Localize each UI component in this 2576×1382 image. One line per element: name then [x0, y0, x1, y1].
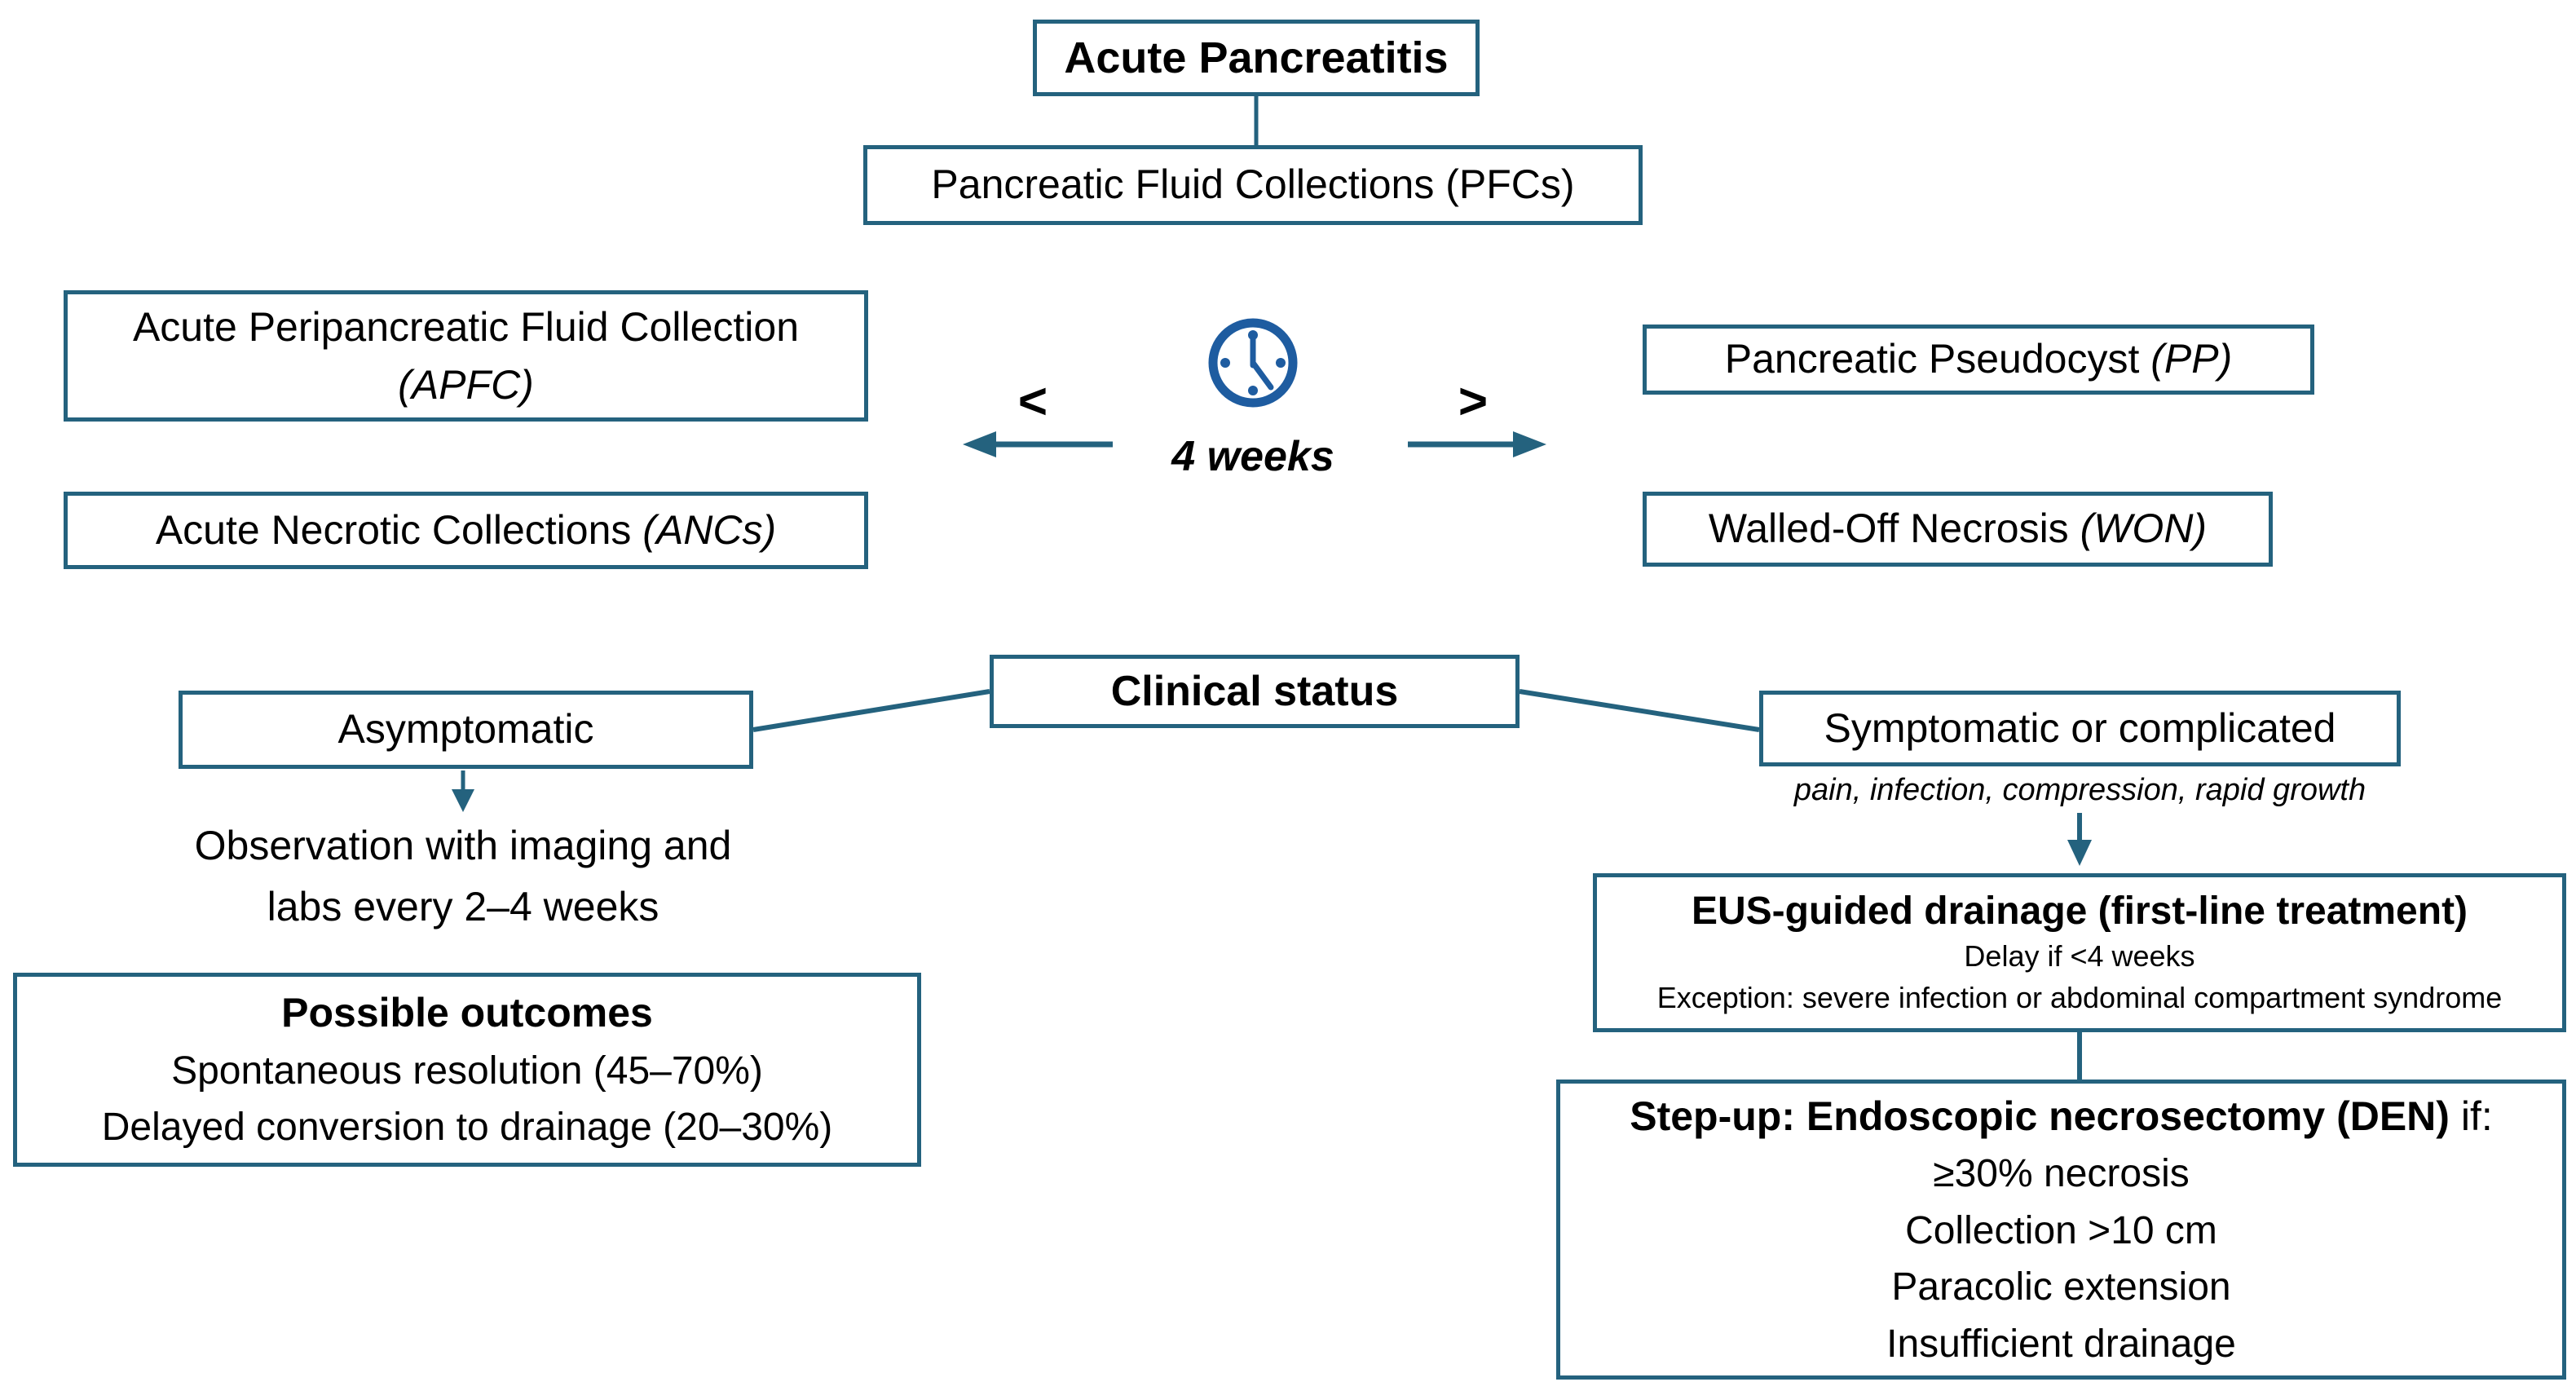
- step-up-criterion: ≥30% necrosis: [1933, 1152, 2190, 1196]
- node-walled-off-necrosis: Walled-Off Necrosis (WON): [1643, 492, 2273, 567]
- node-asymptomatic-label: Asymptomatic: [337, 706, 594, 753]
- arrow-down-asymptomatic: [452, 770, 474, 812]
- node-possible-outcomes: Possible outcomes Spontaneous resolution…: [13, 973, 921, 1167]
- node-pancreatic-fluid-collections: Pancreatic Fluid Collections (PFCs): [863, 145, 1643, 225]
- node-symptomatic-label: Symptomatic or complicated: [1824, 704, 2336, 751]
- node-apfc-abbr: (APFC): [398, 361, 534, 408]
- node-pp-abbr: (PP): [2150, 336, 2233, 382]
- node-anc: Acute Necrotic Collections (ANCs): [64, 492, 868, 569]
- step-up-title-suffix: if:: [2449, 1093, 2493, 1139]
- left-arrow: [963, 431, 1113, 457]
- connector-clinical-symptomatic: [1519, 689, 1760, 732]
- node-anc-abbr: (ANCs): [642, 506, 777, 553]
- less-than-symbol: <: [1017, 373, 1048, 430]
- eus-title: EUS-guided drainage (first-line treatmen…: [1691, 890, 2468, 934]
- greater-than-symbol: >: [1458, 373, 1489, 430]
- timeline-label: 4 weeks: [1171, 433, 1334, 480]
- node-anc-label: Acute Necrotic Collections (ANCs): [156, 503, 776, 559]
- step-up-title: Step-up: Endoscopic necrosectomy (DEN) i…: [1630, 1087, 2493, 1146]
- possible-outcomes-item: Spontaneous resolution (45–70%): [171, 1049, 763, 1093]
- node-anc-prefix: Acute Necrotic Collections: [155, 506, 643, 553]
- node-apfc: Acute Peripancreatic Fluid Collection (A…: [64, 290, 868, 422]
- node-pseudocyst: Pancreatic Pseudocyst (PP): [1643, 325, 2314, 395]
- node-clinical-status: Clinical status: [990, 655, 1520, 728]
- symptomatic-caption: pain, infection, compression, rapid grow…: [1793, 773, 2366, 807]
- node-acute-pancreatitis: Acute Pancreatitis: [1033, 20, 1480, 96]
- arrow-down-symptomatic: [2067, 813, 2092, 866]
- node-pp-label: Pancreatic Pseudocyst (PP): [1725, 332, 2233, 387]
- node-symptomatic: Symptomatic or complicated: [1759, 691, 2401, 766]
- step-up-criterion: Paracolic extension: [1891, 1265, 2231, 1309]
- connector-asymptomatic-clinical: [752, 689, 990, 732]
- node-asymptomatic: Asymptomatic: [179, 691, 753, 769]
- possible-outcomes-item: Delayed conversion to drainage (20–30%): [101, 1106, 833, 1150]
- clock-icon: [1208, 318, 1298, 408]
- observation-line1: Observation with imaging and: [194, 823, 732, 868]
- node-won-prefix: Walled-Off Necrosis: [1708, 506, 2080, 552]
- node-eus-drainage: EUS-guided drainage (first-line treatmen…: [1593, 873, 2566, 1032]
- node-clinical-status-label: Clinical status: [1110, 667, 1399, 715]
- step-up-criterion: Collection >10 cm: [1905, 1208, 2217, 1252]
- node-acute-pancreatitis-label: Acute Pancreatitis: [1064, 33, 1449, 82]
- node-pfc-label: Pancreatic Fluid Collections (PFCs): [931, 161, 1575, 208]
- node-pp-prefix: Pancreatic Pseudocyst: [1724, 336, 2151, 382]
- node-step-up-den: Step-up: Endoscopic necrosectomy (DEN) i…: [1556, 1080, 2566, 1380]
- observation-text: Observation with imaging and labs every …: [96, 815, 830, 938]
- node-apfc-line1: Acute Peripancreatic Fluid Collection: [132, 303, 800, 350]
- eus-note-exception: Exception: severe infection or abdominal…: [1656, 980, 2503, 1014]
- node-won-abbr: (WON): [2080, 506, 2208, 552]
- step-up-title-bold: Step-up: Endoscopic necrosectomy (DEN): [1630, 1093, 2450, 1139]
- right-arrow: [1408, 431, 1546, 457]
- step-up-criterion: Insufficient drainage: [1886, 1322, 2236, 1366]
- eus-note-delay: Delay if <4 weeks: [1964, 939, 2195, 974]
- observation-line2: labs every 2–4 weeks: [267, 884, 659, 929]
- node-won-label: Walled-Off Necrosis (WON): [1709, 501, 2207, 557]
- possible-outcomes-title: Possible outcomes: [281, 990, 653, 1036]
